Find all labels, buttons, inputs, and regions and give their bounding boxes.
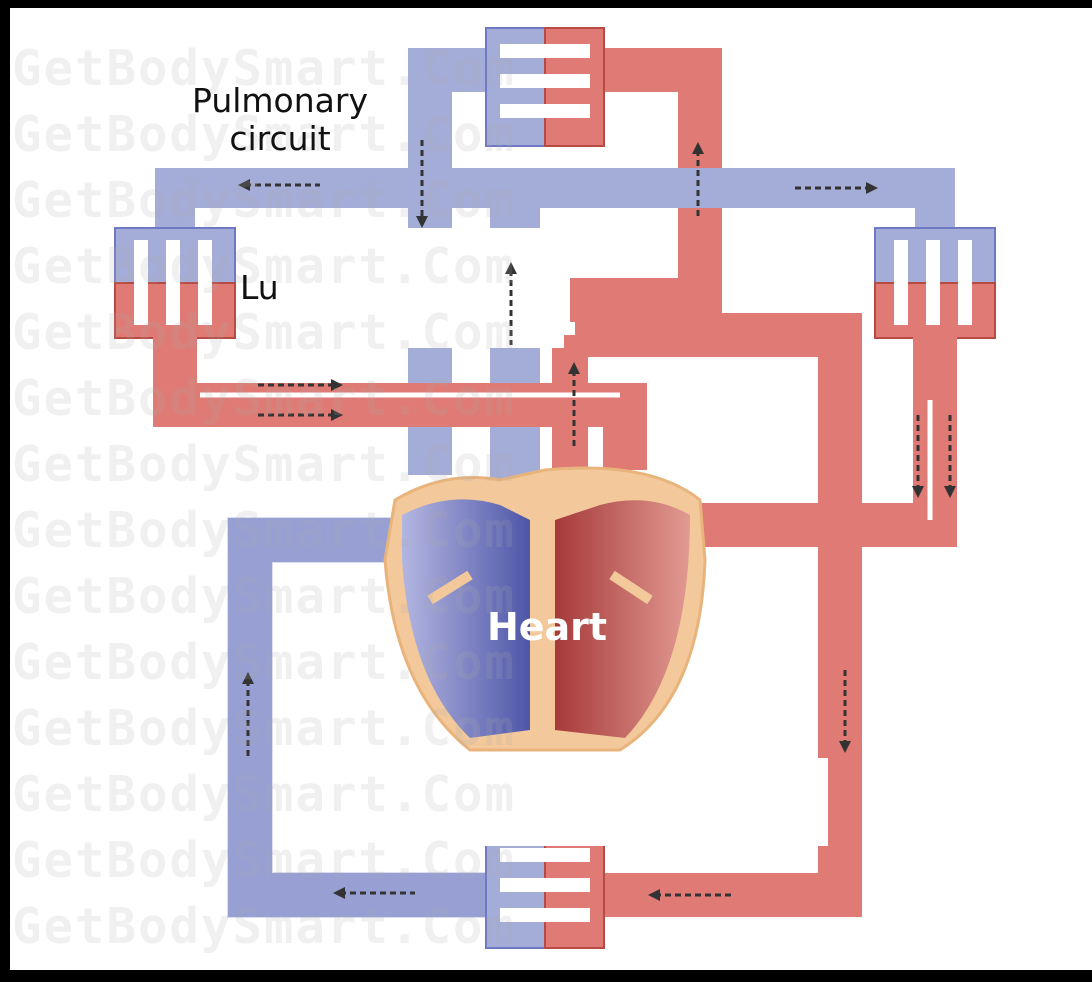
pulmonary-circuit-label: Pulmonary circuit bbox=[150, 82, 410, 158]
label-mask-left bbox=[284, 228, 564, 348]
blank-label-box bbox=[284, 758, 828, 846]
heart-label: Heart bbox=[462, 605, 632, 649]
upper-capillary-bed bbox=[486, 28, 604, 146]
right-lung-capillaries bbox=[875, 228, 995, 338]
pulmonary-label-line2: circuit bbox=[150, 120, 410, 158]
left-lung-capillaries bbox=[115, 228, 235, 338]
pulmonary-label-line1: Pulmonary bbox=[150, 82, 410, 120]
body-capillary-bed bbox=[486, 830, 604, 948]
label-mask-right bbox=[735, 75, 875, 165]
label-mask-right-lung bbox=[730, 260, 865, 310]
lung-left-label: Lu bbox=[240, 268, 279, 307]
